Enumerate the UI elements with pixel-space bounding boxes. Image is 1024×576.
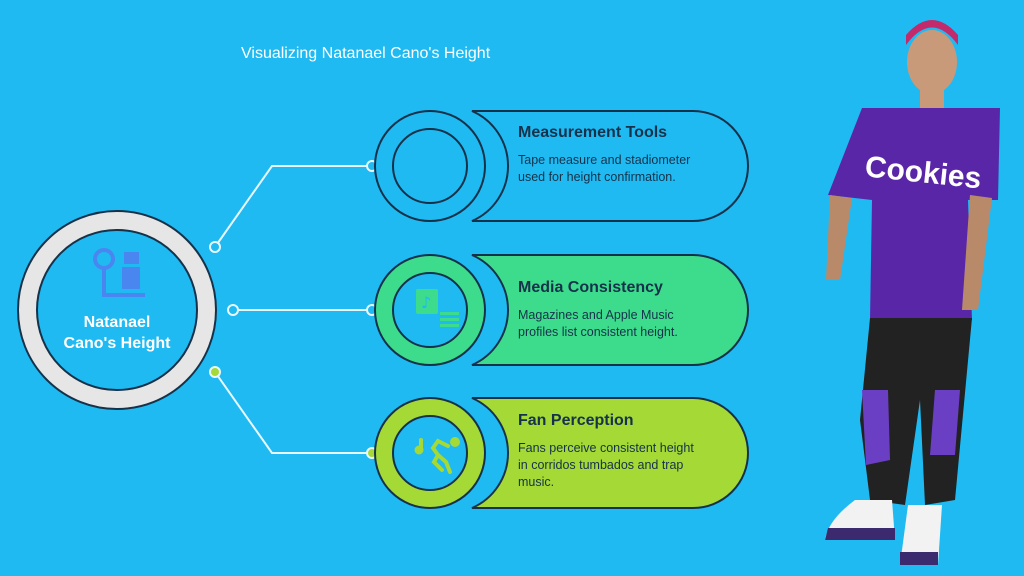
page-title: Visualizing Natanael Cano's Height (241, 45, 491, 62)
center-node (17, 210, 217, 410)
weight-scale-icon (93, 248, 145, 297)
connectors (214, 165, 372, 454)
center-node-label: Natanael Cano's Height (47, 312, 187, 354)
card-measurement-tools: Measurement Tools Tape measure and stadi… (518, 124, 733, 186)
card-description: Fans perceive consistent height in corri… (518, 441, 694, 489)
card-description: Tape measure and stadiometer used for he… (518, 153, 691, 184)
center-label-line2: Cano's Height (63, 335, 171, 352)
music-document-icon: ♪ (416, 289, 459, 327)
dancing-person-icon (414, 437, 460, 474)
card-title: Measurement Tools (518, 124, 668, 141)
card-title: Fan Perception (518, 412, 634, 429)
center-label-line1: Natanael (83, 314, 151, 331)
card-fan-perception-shape (374, 397, 749, 509)
svg-text:♪: ♪ (421, 293, 431, 312)
person-photo: Cookies (825, 20, 1000, 565)
card-title: Media Consistency (518, 279, 663, 296)
card-fan-perception: Fan Perception Fans perceive consistent … (518, 412, 733, 491)
card-media-consistency-shape: ♪ (374, 254, 749, 366)
card-description: Magazines and Apple Music profiles list … (518, 308, 678, 339)
connector-measurement (214, 165, 372, 248)
card-media-consistency: Media Consistency Magazines and Apple Mu… (518, 279, 733, 341)
connector-fan (214, 371, 372, 454)
card-measurement-tools-shape (374, 110, 749, 222)
